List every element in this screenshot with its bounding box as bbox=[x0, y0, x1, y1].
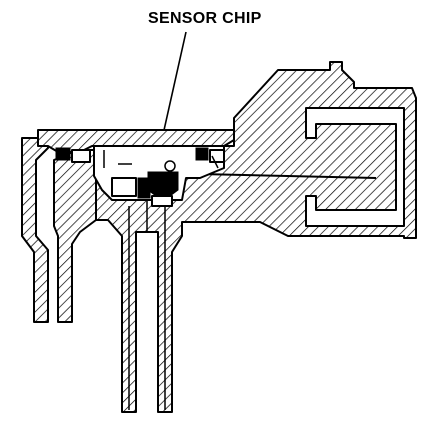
sensor-chip-bond bbox=[164, 160, 176, 172]
left-inner-leg bbox=[53, 149, 97, 323]
right-seal bbox=[195, 147, 209, 161]
left-seal bbox=[55, 147, 71, 161]
connector-cavity bbox=[305, 107, 405, 227]
sensor-chip-label: SENSOR CHIP bbox=[148, 10, 262, 27]
chip-mount-left bbox=[111, 177, 137, 197]
connector-pin bbox=[199, 173, 377, 179]
chip-base bbox=[137, 177, 151, 199]
left-flange bbox=[21, 137, 49, 323]
sensor-chip bbox=[147, 171, 179, 197]
left-seal-inner bbox=[71, 149, 91, 163]
sensor-chip-leader-line bbox=[159, 31, 187, 149]
chip-mount-right bbox=[151, 195, 173, 207]
cover-detail bbox=[103, 150, 219, 169]
